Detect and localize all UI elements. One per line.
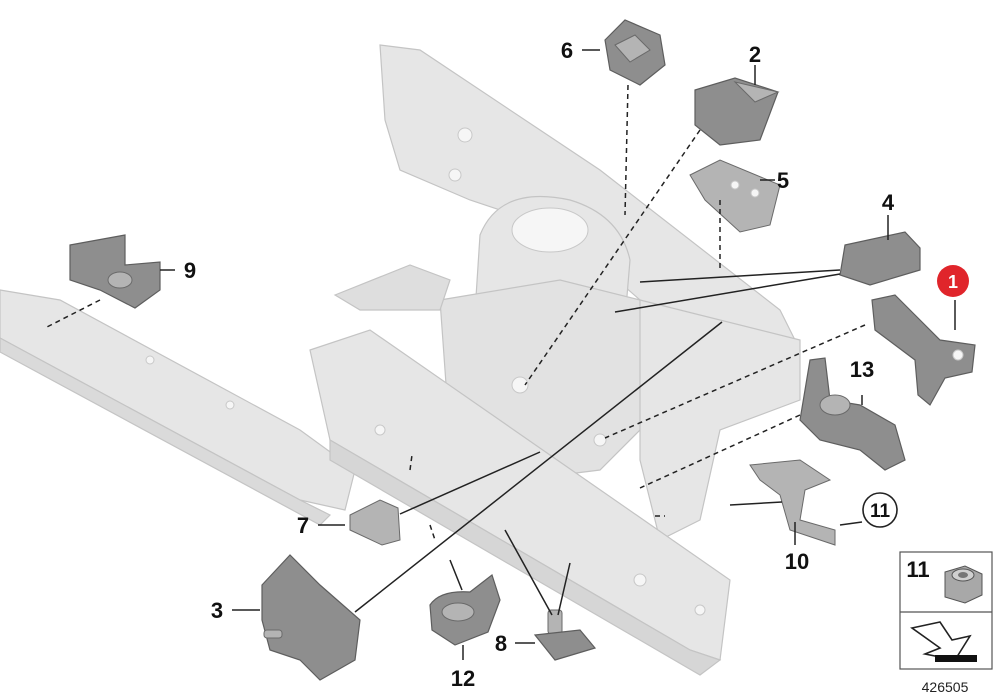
callout-10: 10 — [785, 549, 809, 574]
callout-2: 2 — [749, 42, 761, 67]
part-9-bracket — [69, 234, 161, 309]
diagram-code: 426505 — [922, 679, 969, 695]
part-6-bracket — [604, 19, 666, 86]
callout-labels: 6 2 5 4 1 13 9 7 3 12 8 10 11 — [184, 38, 969, 691]
part-10-strap — [749, 459, 836, 546]
callout-5: 5 — [777, 168, 789, 193]
inset-part-label: 11 — [906, 557, 929, 582]
part-8-stud — [533, 609, 597, 661]
part-7-bracket — [349, 499, 401, 546]
part-13-bracket — [799, 357, 906, 471]
callout-7: 7 — [297, 513, 309, 538]
body-structure — [0, 44, 801, 676]
callout-13: 13 — [850, 357, 874, 382]
part-5-support — [689, 159, 781, 233]
callout-9: 9 — [184, 258, 196, 283]
callout-1: 1 — [948, 272, 958, 292]
part-4-plate — [839, 231, 921, 286]
callout-12: 12 — [451, 666, 475, 691]
callout-11-circled: 11 — [862, 492, 898, 528]
callout-6: 6 — [561, 38, 573, 63]
part-1-bracket — [871, 294, 976, 406]
part-3-bracket — [261, 554, 361, 681]
part-2-bracket — [694, 77, 780, 146]
direction-arrow-icon — [910, 621, 977, 662]
callout-8: 8 — [495, 631, 507, 656]
nut-icon — [944, 565, 983, 604]
leader-lines — [44, 49, 956, 660]
inset-legend: 11 — [899, 551, 993, 670]
callout-1-badge: 1 — [937, 265, 969, 297]
callout-11: 11 — [870, 501, 891, 522]
callout-4: 4 — [882, 190, 895, 215]
part-12-cup — [429, 574, 501, 646]
callout-3: 3 — [211, 598, 223, 623]
